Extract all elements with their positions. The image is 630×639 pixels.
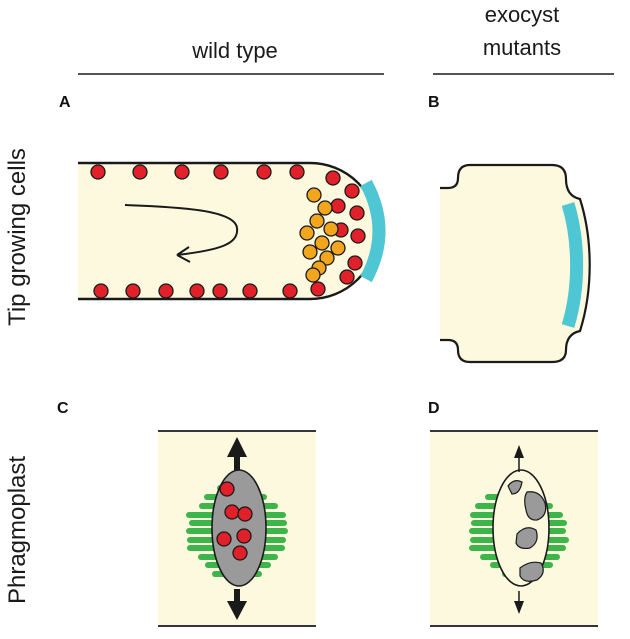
panel-b-cytoplasm	[440, 165, 590, 362]
panel-b-membrane	[440, 163, 591, 364]
panel-d-expansion-arrows	[514, 445, 524, 614]
panel-b-cell-wall-cap	[561, 202, 584, 328]
panel-d-plate-fragments	[507, 480, 547, 582]
vesicle-orange	[299, 225, 315, 241]
vesicle-red	[158, 283, 174, 299]
panel-a-red-vesicles	[90, 164, 366, 299]
vesicle-red	[132, 164, 148, 180]
vesicle-red	[232, 545, 248, 561]
panel-a-cell	[78, 161, 386, 301]
vesicle-red	[236, 528, 252, 544]
panel-b-cell	[440, 163, 591, 364]
vesicle-red	[224, 504, 240, 520]
vesicle-red	[216, 531, 232, 547]
panel-d-fragment-2	[515, 527, 538, 550]
panel-a-cell-wall-cap	[360, 179, 386, 283]
vesicle-orange	[305, 267, 321, 283]
panel-c-red-vesicles	[216, 481, 253, 561]
vesicle-red	[125, 283, 141, 299]
vesicle-orange	[323, 221, 339, 237]
panel-a-streaming-arrow	[124, 204, 239, 256]
panel-d-fragment-1	[524, 491, 547, 521]
header-wild-type: wild type	[191, 38, 278, 63]
vesicle-red	[242, 283, 258, 299]
panel-a-streaming-arrowhead	[176, 246, 191, 263]
panel-a-orange-vesicles	[299, 187, 346, 283]
vesicle-red	[212, 283, 228, 299]
vesicle-red	[325, 170, 341, 186]
vesicle-red	[339, 269, 355, 285]
vesicle-red	[174, 164, 190, 180]
vesicle-orange	[302, 244, 318, 260]
panel-c-expansion-arrows	[227, 437, 247, 620]
vesicle-red	[219, 481, 235, 497]
vesicle-orange	[319, 250, 335, 266]
vesicle-red	[213, 164, 229, 180]
header-exocyst-line2: mutants	[483, 35, 561, 60]
panel-c-arrow-up-head	[227, 437, 247, 457]
vesicle-red	[289, 164, 305, 180]
vesicle-red	[93, 283, 109, 299]
vesicle-red	[282, 283, 298, 299]
vesicle-red	[189, 283, 205, 299]
panel-a-cytoplasm	[78, 163, 378, 299]
vesicle-red	[330, 198, 346, 214]
panel-d-fragment-3	[519, 561, 544, 582]
header-exocyst-line1: exocyst	[485, 2, 560, 27]
vesicle-red	[344, 183, 360, 199]
row-label-tip: Tip growing cells	[4, 148, 31, 326]
panel-c-arrow-down-head	[227, 601, 247, 620]
vesicle-red	[256, 164, 272, 180]
panel-label-b: B	[428, 94, 440, 111]
panel-d-fragment-4	[507, 480, 523, 495]
vesicle-orange	[309, 213, 325, 229]
vesicle-red	[347, 255, 363, 271]
vesicle-red	[237, 506, 253, 522]
vesicle-red	[90, 164, 106, 180]
vesicle-red	[350, 228, 366, 244]
vesicle-orange	[330, 240, 346, 256]
vesicle-red	[310, 281, 326, 297]
vesicle-orange	[306, 187, 322, 203]
vesicle-red	[349, 205, 365, 221]
row-label-phragmoplast: Phragmoplast	[4, 456, 31, 604]
panel-d-arrow-down-head	[514, 601, 524, 614]
panel-label-d: D	[428, 400, 440, 417]
vesicle-orange	[314, 235, 330, 251]
panel-label-a: A	[59, 94, 71, 111]
panel-d-arrow-up-head	[514, 445, 524, 458]
vesicle-orange	[317, 200, 333, 216]
panel-label-c: C	[57, 400, 69, 417]
